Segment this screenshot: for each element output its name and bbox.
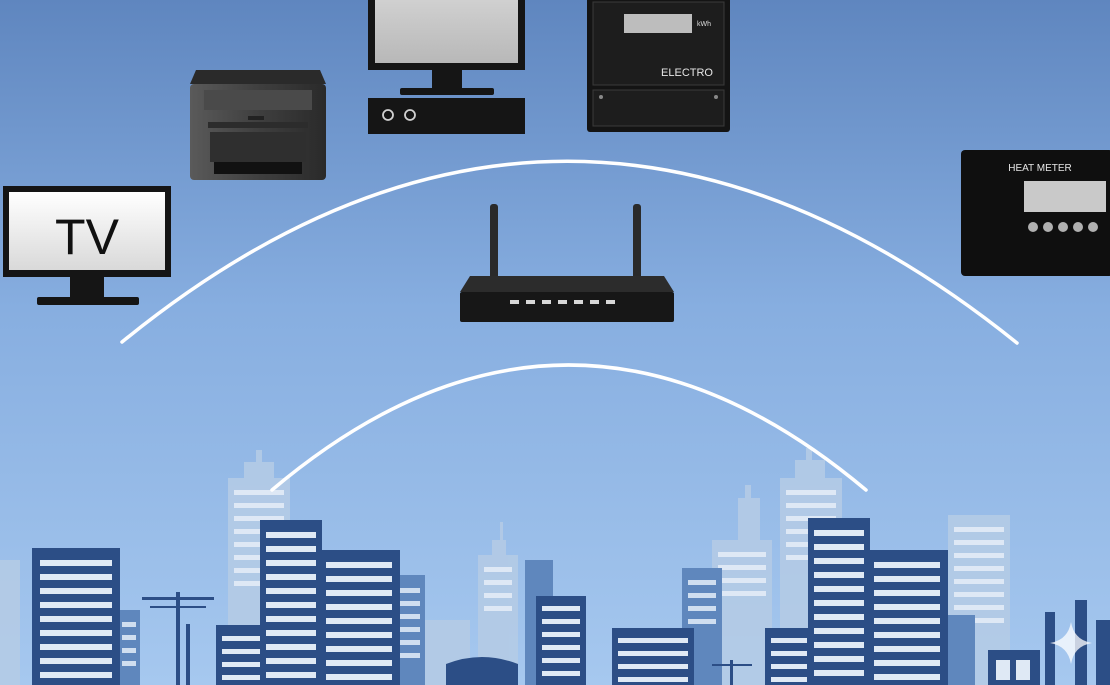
electricity-meter-device — [587, 0, 730, 132]
heat-meter-device — [961, 150, 1110, 276]
electricity-meter-unit: kWh — [697, 21, 711, 28]
signal-arc-inner — [270, 363, 868, 492]
heat-meter-title: HEAT METER — [1008, 163, 1072, 174]
power-pole — [142, 592, 752, 685]
sparkle-icon — [1050, 622, 1092, 664]
tv-label: TV — [55, 209, 120, 265]
desktop-computer-device — [368, 0, 525, 134]
electricity-meter-brand: ELECTRO — [661, 67, 713, 79]
signal-arc-outer — [120, 159, 1019, 345]
city-skyline — [0, 448, 1110, 685]
tv-device — [3, 186, 171, 305]
wifi-router-device — [460, 204, 674, 322]
printer-device — [190, 70, 326, 180]
